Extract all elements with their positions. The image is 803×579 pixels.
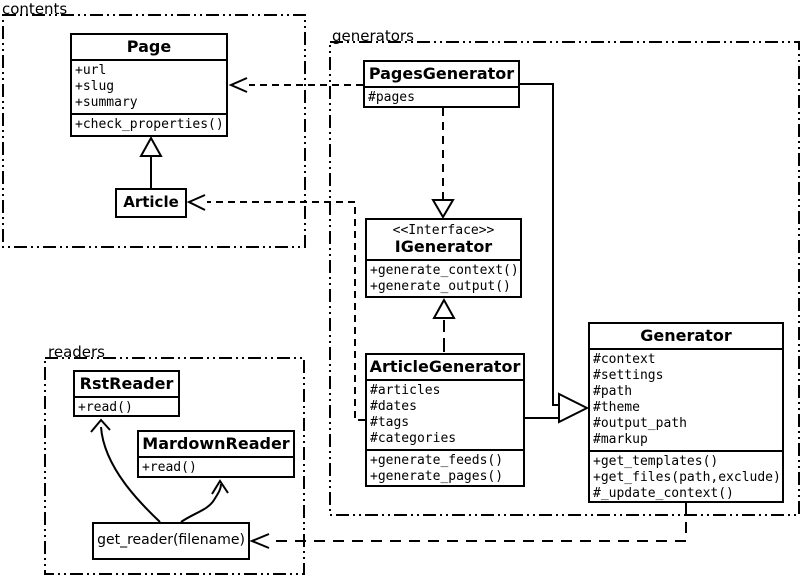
class-title-article: Article [123, 193, 179, 211]
attribute: #theme [593, 400, 640, 415]
attribute: #tags [370, 415, 410, 430]
method: +generate_context() [370, 263, 519, 278]
class-attributes-page: +url +slug +summary [72, 59, 226, 113]
attribute: #articles [370, 383, 441, 398]
method: +read() [142, 460, 197, 475]
class-title-articlegenerator: ArticleGenerator [369, 357, 521, 376]
attribute: #pages [368, 90, 415, 105]
realization-arrow-pagesgenerator-to-igenerator [431, 108, 455, 219]
arrow-getreader-to-rstreader [90, 418, 161, 523]
dependency-arrow-generator-to-getreader [249, 503, 687, 549]
class-title-pagesgenerator: PagesGenerator [368, 64, 515, 83]
package-label-contents: contents [2, 0, 68, 18]
inheritance-arrow-generators-to-generator [520, 83, 590, 424]
class-box-page: Page +url +slug +summary +check_properti… [70, 33, 228, 137]
attribute: +summary [75, 95, 138, 110]
attribute: #markup [593, 432, 648, 447]
attribute: #categories [370, 431, 457, 446]
dependency-arrow-pagesgenerator-to-page [228, 77, 363, 93]
package-label-readers: readers [48, 343, 105, 361]
class-attributes-generator: #context #settings #path #theme #output_… [590, 348, 782, 450]
class-methods-page: +check_properties() [72, 113, 226, 135]
class-title-rstreader: RstReader [79, 374, 174, 393]
package-border-generators [329, 41, 800, 516]
attribute: +slug [75, 79, 115, 94]
arrow-getreader-to-mardownreader [180, 479, 229, 523]
dependency-arrow-articlegenerator-to-article [186, 194, 365, 421]
class-title-igenerator: IGenerator [394, 237, 493, 256]
method: +read() [78, 400, 133, 415]
method: +check_properties() [75, 117, 224, 132]
class-attributes-articlegenerator: #articles #dates #tags #categories [367, 379, 523, 449]
class-box-generator: Generator #context #settings #path #them… [588, 322, 784, 503]
attribute: #context [593, 352, 656, 367]
class-title-generator: Generator [640, 326, 732, 345]
function-box-get-reader: get_reader(filename) [92, 522, 250, 560]
class-box-mardownreader: MardownReader +read() [137, 430, 295, 478]
attribute: #output_path [593, 416, 687, 431]
class-attributes-pagesgenerator: #pages [365, 86, 518, 106]
method: #_update_context() [593, 486, 734, 501]
class-box-rstreader: RstReader +read() [73, 370, 180, 417]
class-stereotype-igenerator: <<Interface>> [392, 223, 495, 238]
method: +generate_feeds() [370, 453, 504, 468]
class-box-article: Article [115, 188, 187, 218]
class-methods-generator: +get_templates() +get_files(path,exclude… [590, 450, 782, 501]
method: +get_templates() [593, 454, 719, 469]
function-label-get-reader: get_reader(filename) [97, 532, 245, 548]
package-label-generators: generators [332, 27, 414, 45]
method: +generate_pages() [370, 469, 504, 484]
class-title-page: Page [126, 37, 172, 56]
class-title-mardownreader: MardownReader [142, 434, 290, 453]
package-border-readers [44, 357, 305, 575]
class-methods-articlegenerator: +generate_feeds() +generate_pages() [367, 449, 523, 485]
method: +get_files(path,exclude) [593, 470, 781, 485]
package-border-contents [2, 14, 306, 248]
attribute: +url [75, 63, 107, 78]
class-box-pagesgenerator: PagesGenerator #pages [363, 60, 520, 108]
method: +generate_output() [370, 279, 511, 294]
realization-arrow-articlegenerator-to-igenerator [432, 297, 456, 352]
attribute: #dates [370, 399, 417, 414]
class-methods-igenerator: +generate_context() +generate_output() [367, 259, 520, 296]
class-box-articlegenerator: ArticleGenerator #articles #dates #tags … [365, 353, 525, 487]
class-methods-rstreader: +read() [75, 396, 178, 415]
attribute: #path [593, 384, 633, 399]
attribute: #settings [593, 368, 664, 383]
class-methods-mardownreader: +read() [139, 456, 293, 476]
inheritance-arrow-article-to-page [139, 135, 163, 188]
class-box-igenerator: <<Interface>> IGenerator +generate_conte… [365, 218, 522, 298]
